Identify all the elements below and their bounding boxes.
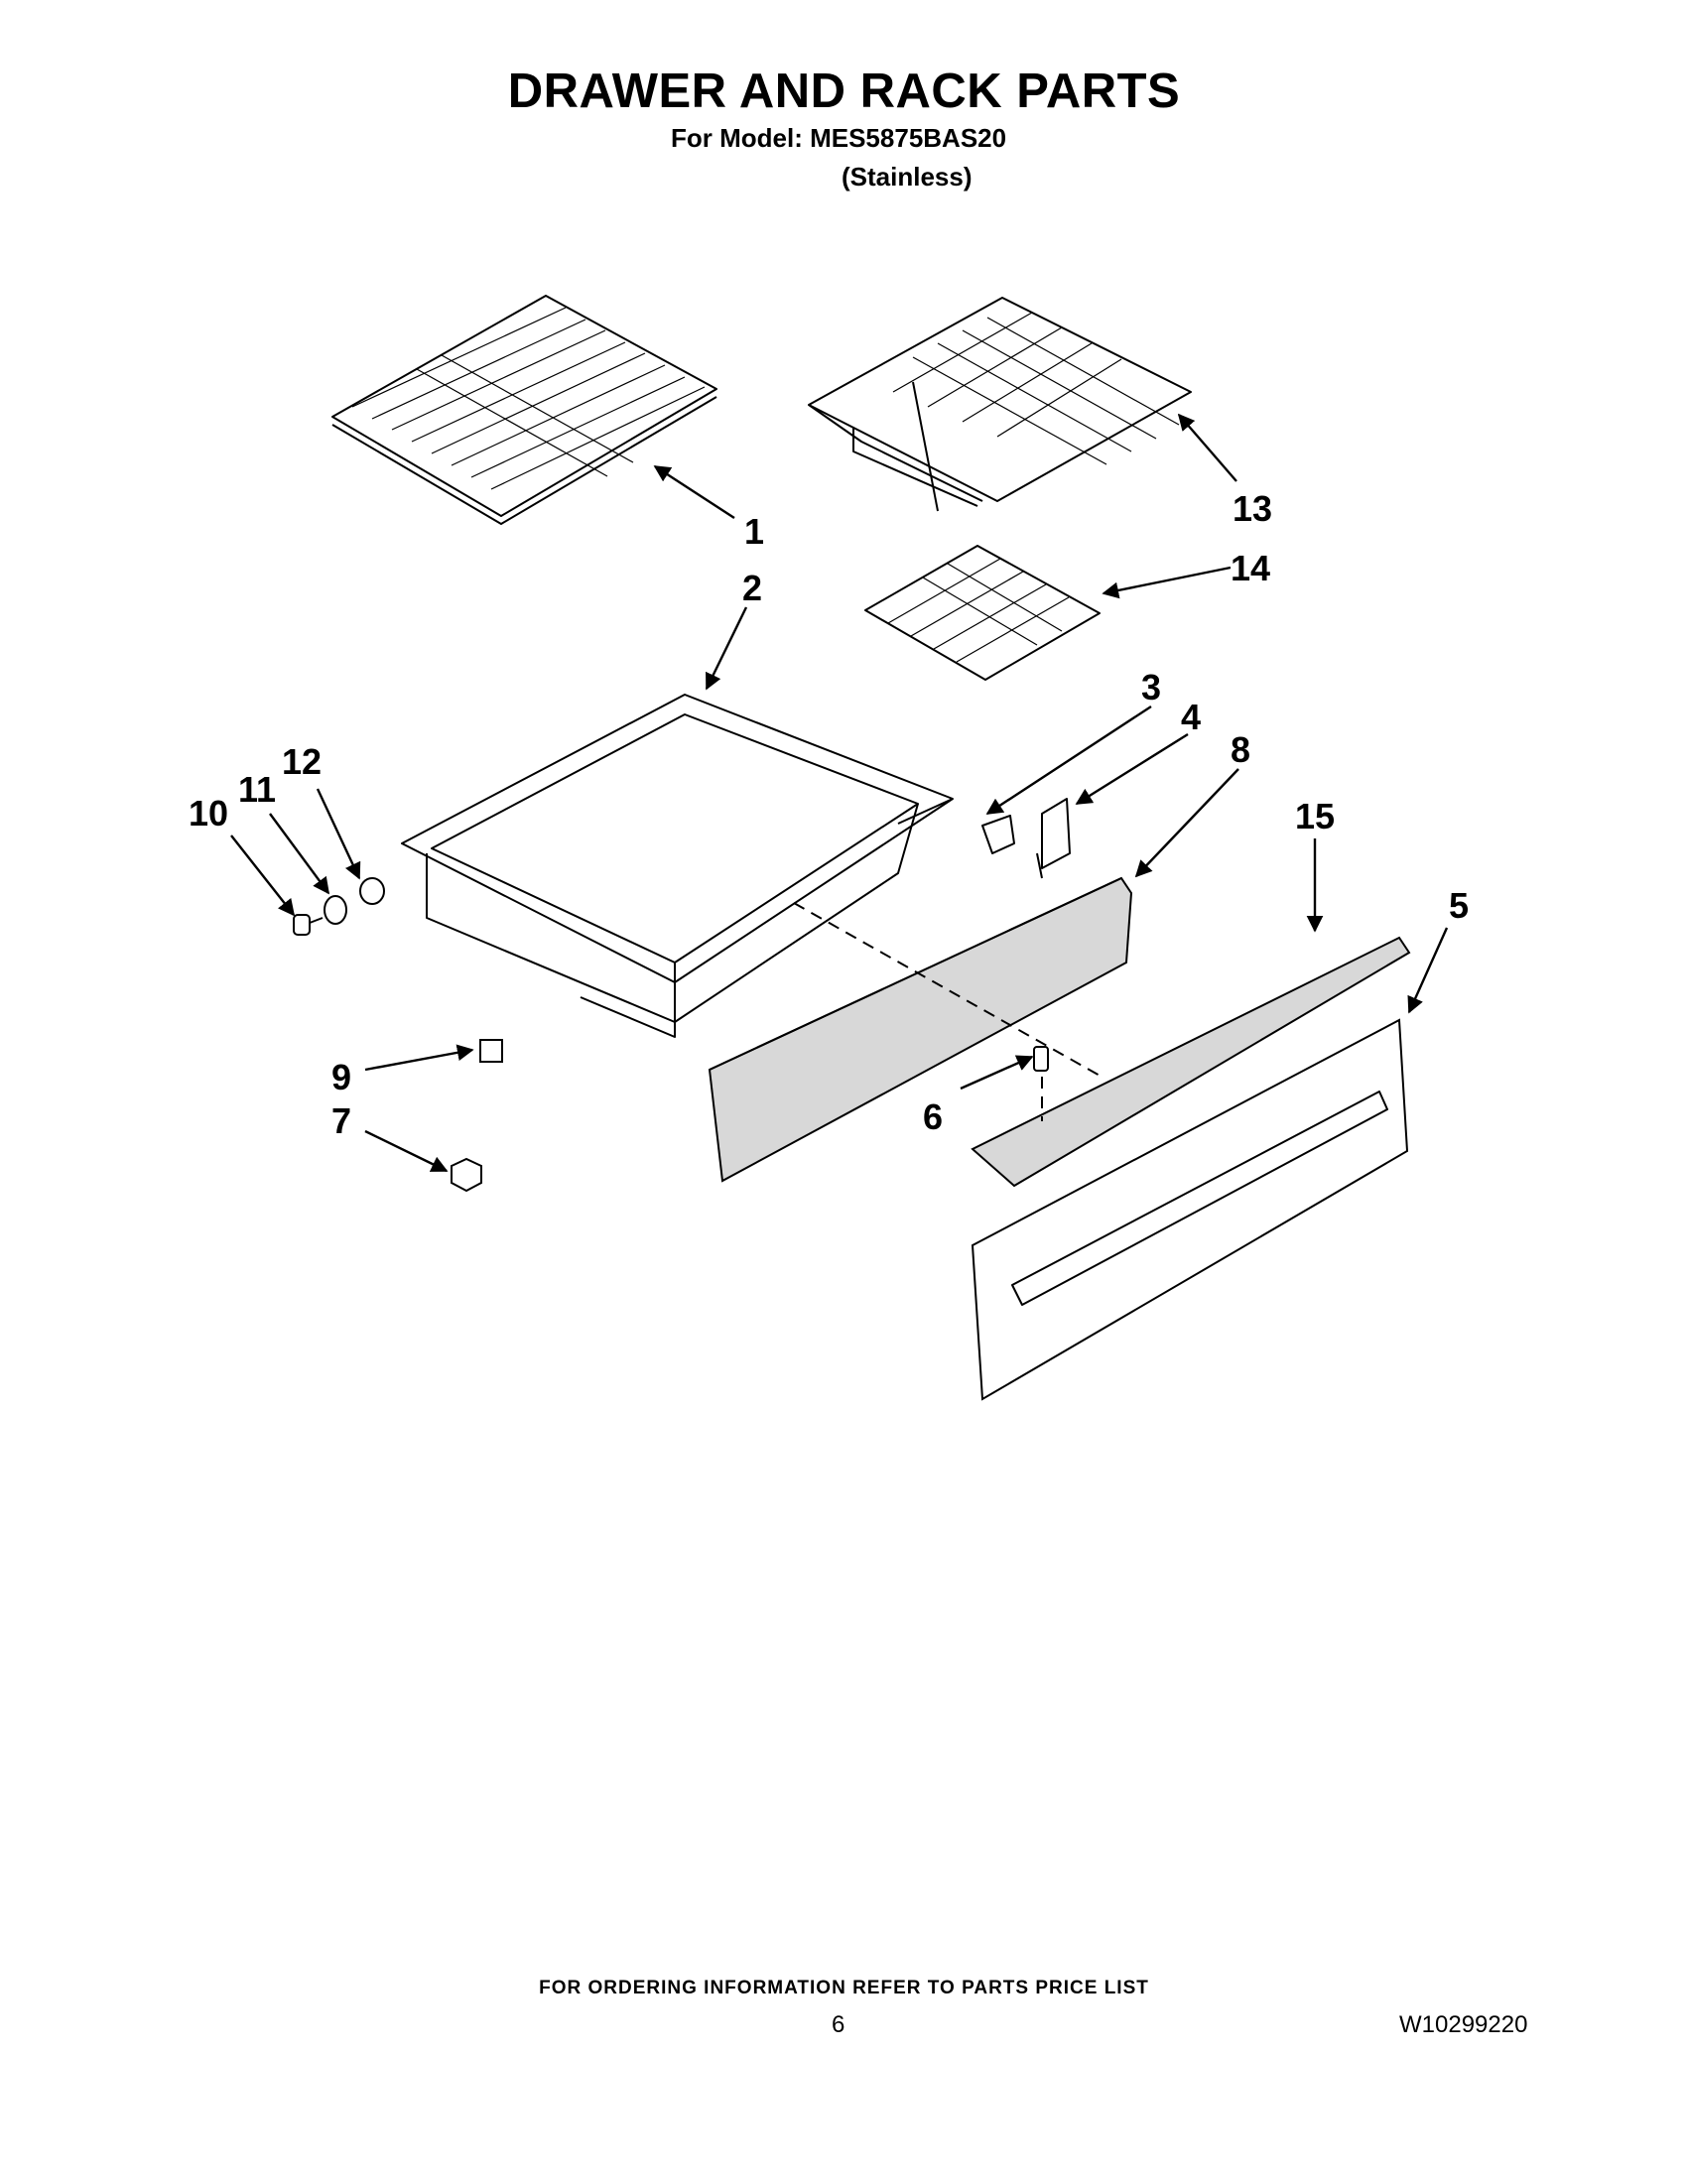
front-frame-part-8 bbox=[708, 876, 1133, 1183]
nut-part-7 bbox=[451, 1157, 482, 1193]
callout-1: 1 bbox=[744, 511, 764, 552]
drawer-pan-part-2 bbox=[401, 694, 954, 1038]
callout-4: 4 bbox=[1181, 697, 1201, 737]
callout-8: 8 bbox=[1231, 729, 1250, 770]
drawer-front-part-5 bbox=[971, 1018, 1409, 1401]
callout-12: 12 bbox=[282, 741, 322, 782]
callout-14: 14 bbox=[1231, 548, 1270, 588]
page-title: DRAWER AND RACK PARTS bbox=[507, 64, 1181, 118]
callout-5: 5 bbox=[1449, 885, 1469, 926]
rack-assembly-part-13 bbox=[808, 297, 1192, 512]
document-number: W10299220 bbox=[1399, 2011, 1528, 2038]
model-line: For Model: MES5875BAS20 bbox=[671, 123, 1007, 153]
callout-10: 10 bbox=[189, 793, 228, 834]
screw-part-6 bbox=[1033, 1046, 1049, 1121]
callout-13: 13 bbox=[1233, 488, 1272, 529]
oven-rack-part-1 bbox=[331, 295, 717, 525]
roller-hardware-parts-10-12 bbox=[293, 877, 385, 936]
callout-6: 6 bbox=[923, 1096, 943, 1137]
callout-3: 3 bbox=[1141, 667, 1161, 707]
clip-part-9 bbox=[479, 1039, 503, 1063]
callout-2: 2 bbox=[742, 568, 762, 608]
page-number: 6 bbox=[832, 2011, 845, 2038]
callout-15: 15 bbox=[1295, 796, 1335, 836]
callout-7: 7 bbox=[331, 1100, 351, 1141]
bracket-parts-3-4 bbox=[981, 798, 1071, 879]
callout-9: 9 bbox=[331, 1057, 351, 1097]
callout-leaders bbox=[230, 413, 1449, 1173]
callout-11: 11 bbox=[238, 769, 276, 810]
callout-labels: 1 2 3 4 5 6 7 8 9 10 11 12 13 14 15 bbox=[189, 488, 1469, 1141]
finish-label: (Stainless) bbox=[842, 162, 973, 192]
half-rack-part-14 bbox=[864, 545, 1101, 681]
ordering-note: FOR ORDERING INFORMATION REFER TO PARTS … bbox=[539, 1978, 1149, 1998]
handle-support-part-15 bbox=[971, 936, 1411, 1188]
